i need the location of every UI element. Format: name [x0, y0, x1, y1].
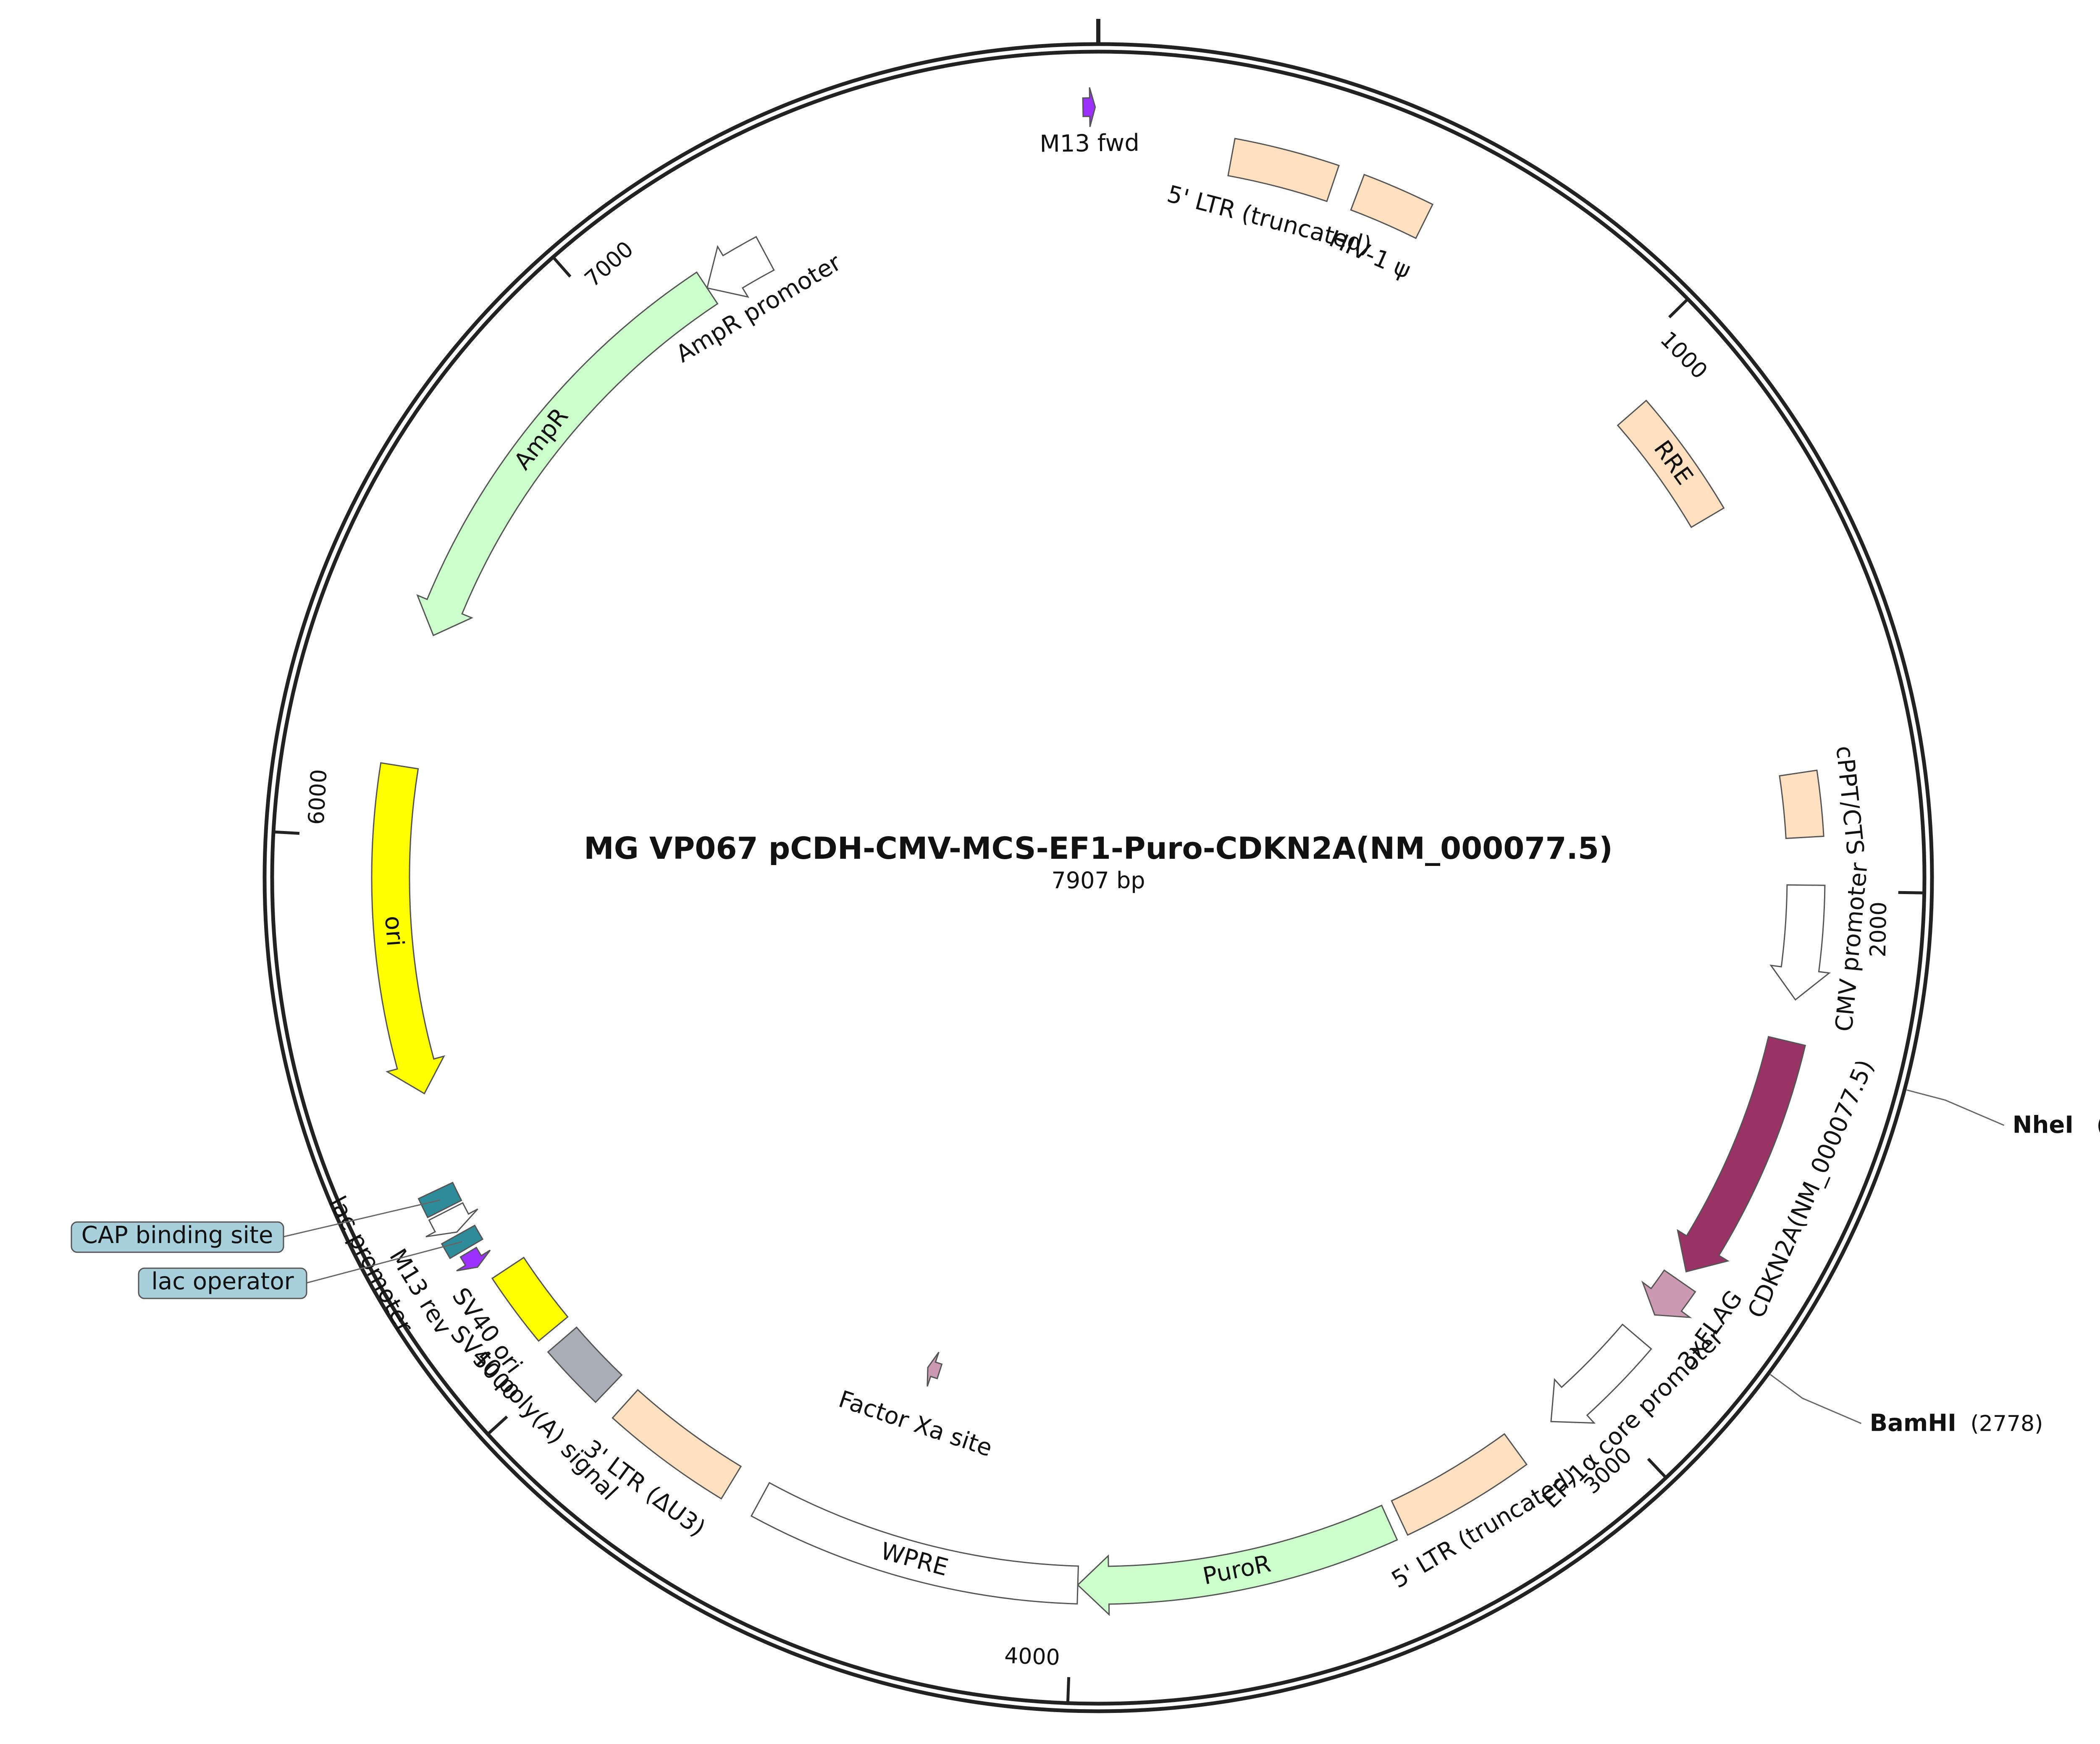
feature-ampr[interactable]	[416, 271, 719, 637]
feature-ef1a[interactable]	[1550, 1323, 1652, 1424]
feature-rre[interactable]	[1617, 399, 1725, 528]
site-leader-line	[1770, 1374, 1862, 1424]
boxed-label-leader	[306, 1241, 462, 1284]
feature-sv40ori[interactable]	[491, 1256, 569, 1342]
site-leader-line	[1906, 1089, 2005, 1126]
tick-mark	[275, 830, 300, 835]
feature-m13fwd[interactable]	[1082, 87, 1096, 127]
plasmid-title: MG VP067 pCDH-CMV-MCS-EF1-Puro-CDKN2A(NM…	[584, 831, 1613, 866]
feature-cppt[interactable]	[1779, 769, 1824, 839]
feature-lacprom[interactable]	[425, 1202, 478, 1238]
tick-label: 1000	[1655, 327, 1712, 384]
tick-mark	[1668, 299, 1688, 318]
tick-label: 2000	[1866, 902, 1892, 957]
tick-label: 6000	[304, 768, 332, 825]
boxed-label-1[interactable]: lac operator	[151, 1268, 294, 1295]
site-position: (2778)	[1970, 1411, 2043, 1437]
backbone-inner-ring	[270, 50, 1927, 1706]
tick-mark	[488, 1415, 508, 1435]
feature-ori[interactable]	[371, 762, 445, 1095]
site-name-nhei[interactable]: NheI	[2013, 1112, 2074, 1139]
boxed-label-bg	[71, 1221, 284, 1253]
feature-track	[371, 87, 1831, 1616]
tick-label: 7000	[580, 236, 638, 292]
feature-label-ori: ori	[379, 915, 409, 947]
restriction-sites: NheI (2300) BamHI (2778)	[1770, 1089, 2100, 1437]
feature-label-cppt: cPPT/CTS	[1830, 745, 1869, 856]
feature-label-m13fwd: M13 fwd	[1040, 129, 1139, 158]
feature-ltr3[interactable]	[612, 1389, 742, 1500]
feature-wpre[interactable]	[750, 1482, 1079, 1605]
boxed-label-leader	[283, 1199, 441, 1238]
tick-mark	[1898, 891, 1923, 894]
feature-flag[interactable]	[1641, 1269, 1696, 1318]
feature-ltr5b[interactable]	[1391, 1433, 1528, 1536]
site-name-bamhi[interactable]: BamHI	[1869, 1410, 1956, 1437]
tick-mark	[553, 257, 572, 278]
feature-label-factorxa: Factor Xa site	[835, 1385, 996, 1462]
feature-cmv[interactable]	[1769, 884, 1831, 1001]
site-position: (2300)	[2097, 1113, 2100, 1138]
feature-cdkn2a[interactable]	[1677, 1036, 1806, 1273]
boxed-label-0[interactable]: CAP binding site	[81, 1222, 273, 1249]
feature-sv40pa[interactable]	[547, 1326, 623, 1403]
tick-mark	[1647, 1458, 1666, 1478]
feature-label-sv40pa: SV40 poly(A) signal	[445, 1320, 623, 1505]
plasmid-length: 7907 bp	[1051, 867, 1145, 894]
boxed-label-bg	[138, 1267, 307, 1299]
feature-amprprom[interactable]	[706, 236, 775, 298]
feature-factorxa[interactable]	[927, 1352, 943, 1387]
feature-m13rev[interactable]	[456, 1246, 491, 1272]
feature-psi[interactable]	[1350, 173, 1434, 239]
feature-ltr5[interactable]	[1227, 138, 1340, 202]
tick-label: 4000	[1004, 1643, 1060, 1671]
